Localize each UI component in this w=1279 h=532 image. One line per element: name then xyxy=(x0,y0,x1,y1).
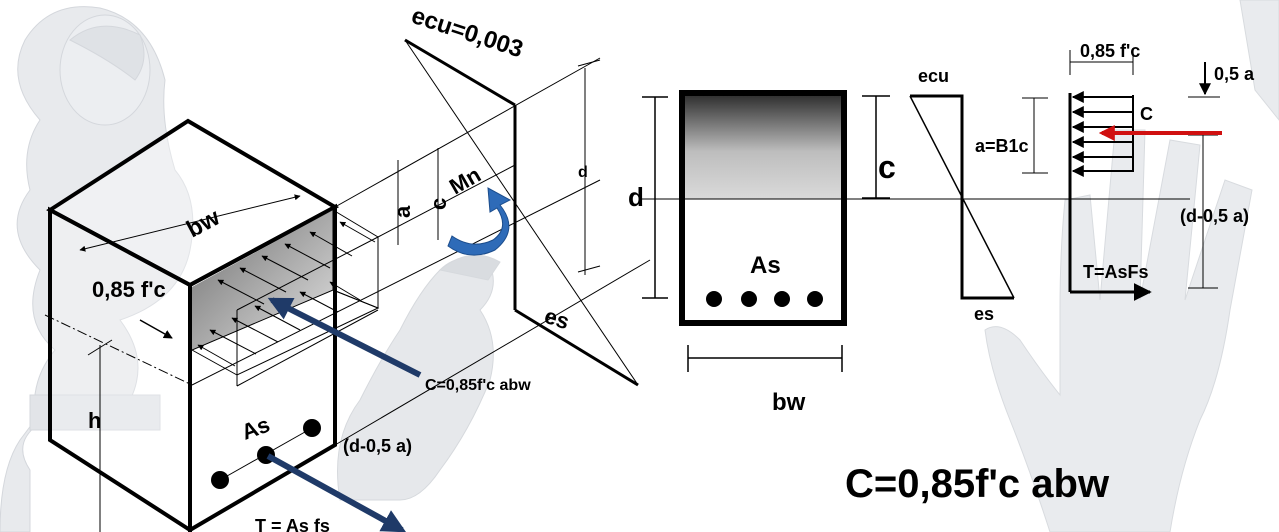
force-c-label: C xyxy=(1140,104,1153,124)
force-tension-label: T=AsFs xyxy=(1083,262,1149,282)
iso-c-label: c xyxy=(426,198,451,210)
force-lever-label: (d-0,5 a) xyxy=(1180,206,1249,226)
iso-tension-label: T = As fs xyxy=(255,516,330,532)
iso-strain-plane xyxy=(404,38,639,387)
rebar-bar xyxy=(807,291,823,307)
iso-d-label: d xyxy=(578,164,588,181)
eagle-sculpture xyxy=(337,254,501,501)
iso-mn-label: Mn xyxy=(445,162,485,200)
cross-section xyxy=(640,90,1190,372)
section-bw-label: bw xyxy=(772,389,806,416)
iso-a-label: a xyxy=(390,205,415,218)
iso-stress-label: 0,85 f'c xyxy=(92,277,166,302)
rebar-bar xyxy=(706,291,722,307)
rebar-bar xyxy=(774,291,790,307)
strain-es-label: es xyxy=(974,304,994,324)
strain-ecu-label: ecu xyxy=(918,66,949,86)
iso-lever-label: (d-0,5 a) xyxy=(343,436,412,456)
iso-ecu-label: ecu=0,003 xyxy=(408,2,526,63)
iso-compression-label: C=0,85f'c abw xyxy=(425,377,531,394)
section-as-label: As xyxy=(750,252,781,279)
compression-arrow xyxy=(267,297,422,378)
strain-diagram xyxy=(909,94,1048,300)
moment-arrow-icon xyxy=(447,187,512,256)
hand-sculpture xyxy=(984,0,1279,532)
formula-text: C=0,85f'c abw xyxy=(845,462,1110,506)
iso-beam xyxy=(44,57,651,532)
force-stress-label: 0,85 f'c xyxy=(1080,41,1140,61)
rebar-bar xyxy=(741,291,757,307)
section-d-label: d xyxy=(628,182,644,212)
iso-h-label: h xyxy=(88,408,101,433)
force-half-a-label: 0,5 a xyxy=(1214,64,1255,84)
tension-arrow xyxy=(266,453,407,532)
strain-a-label: a=B1c xyxy=(975,136,1029,156)
section-c-label: c xyxy=(878,149,896,185)
